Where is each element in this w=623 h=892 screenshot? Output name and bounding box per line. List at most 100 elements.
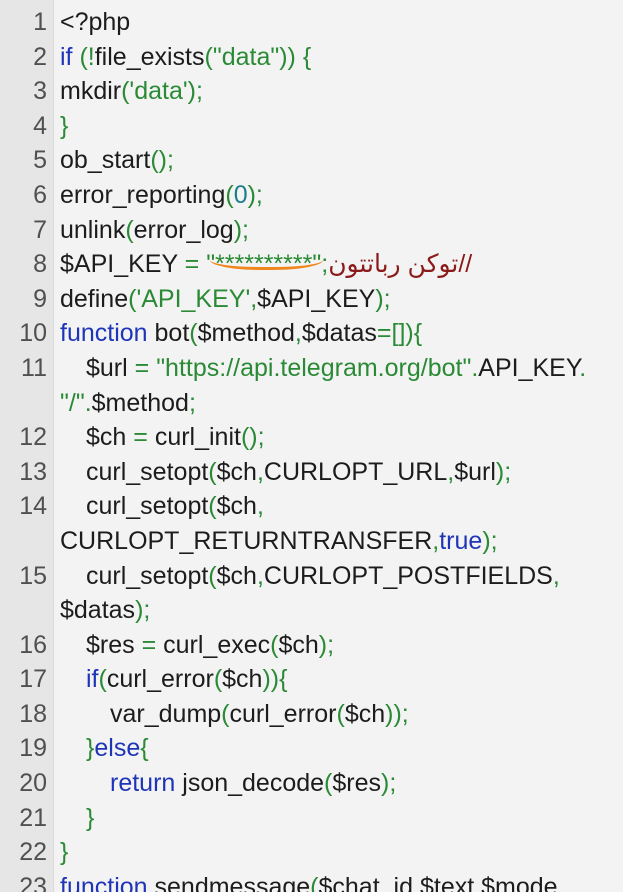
identifier-token: $ch (278, 630, 319, 659)
code-line[interactable]: 22} (0, 835, 623, 870)
punctuation-token: ( (225, 180, 234, 209)
code-text: $url = "https://api.telegram.org/bot".AP… (53, 351, 623, 386)
identifier-token: error_reporting (60, 180, 226, 209)
identifier-token: $res (86, 630, 135, 659)
line-number: 1 (33, 8, 47, 36)
keyword-token: else (94, 734, 141, 763)
identifier-token: <?php (60, 8, 131, 36)
punctuation-token: , (413, 872, 420, 892)
code-line[interactable]: 11$url = "https://api.telegram.org/bot".… (0, 351, 623, 386)
punctuation-token: (! (79, 42, 95, 71)
comment-token: //توکن رباتتون (328, 250, 473, 279)
punctuation-token: ( (208, 561, 217, 590)
code-line[interactable]: 4} (0, 109, 623, 144)
line-number: 6 (33, 180, 47, 209)
punctuation-token: ( (310, 872, 319, 892)
code-text: $ch = curl_init(); (53, 420, 623, 455)
identifier-token: $ch (344, 699, 386, 728)
line-number: 17 (19, 665, 47, 694)
punctuation-token: ); (247, 180, 263, 209)
code-text: $datas); (53, 593, 623, 628)
punctuation-token: , (256, 561, 264, 590)
identifier-token: $mode (481, 872, 558, 892)
code-text: } (53, 801, 623, 836)
code-text: ob_start(); (53, 143, 623, 178)
punctuation-token: } (86, 803, 95, 832)
identifier-token: $url (86, 353, 128, 382)
identifier-token: CURLOPT_POSTFIELDS (263, 561, 553, 590)
code-line[interactable]: 8$API_KEY = "**********";//توکن رباتتون (0, 247, 623, 282)
code-text: mkdir('data'); (53, 74, 623, 109)
punctuation-token: ); (381, 769, 397, 798)
punctuation-token: , (474, 872, 482, 892)
punctuation-token: ); (318, 630, 335, 659)
line-number: 15 (19, 561, 47, 590)
code-text: } (53, 109, 623, 144)
code-line-continuation[interactable]: CURLOPT_RETURNTRANSFER,true); (0, 524, 623, 559)
punctuation-token: = (126, 423, 155, 452)
identifier-token: $datas (301, 319, 377, 348)
code-text: <?php (53, 5, 623, 40)
identifier-token: var_dump (110, 699, 222, 728)
keyword-token: return (110, 769, 176, 798)
code-line[interactable]: 12$ch = curl_init(); (0, 420, 623, 455)
line-number: 18 (19, 699, 47, 728)
identifier-token: API_KEY (478, 353, 580, 382)
identifier-token: curl_error (229, 699, 337, 728)
punctuation-token: (); (240, 423, 265, 452)
line-number: 14 (19, 492, 47, 521)
identifier-token: $ch (216, 561, 257, 590)
punctuation-token: . (579, 353, 587, 382)
line-number: 22 (19, 838, 47, 867)
punctuation-token: ( (208, 457, 217, 486)
line-number: 21 (19, 803, 47, 832)
punctuation-token: ( (213, 665, 223, 694)
code-text: unlink(error_log); (53, 213, 623, 248)
identifier-token: curl_error (106, 665, 214, 694)
line-number (0, 593, 53, 628)
code-line[interactable]: 19}else{ (0, 731, 623, 766)
line-number: 19 (19, 734, 47, 763)
code-text: $API_KEY = "**********";//توکن رباتتون (53, 247, 623, 282)
code-text: } (53, 835, 623, 870)
punctuation-token: ); (495, 457, 512, 486)
code-line[interactable]: 16$res = curl_exec($ch); (0, 628, 623, 663)
punctuation-token: ( (125, 215, 134, 244)
line-number: 4 (33, 111, 47, 140)
punctuation-token: "/". (60, 388, 92, 417)
punctuation-token: ); (233, 215, 249, 244)
code-line[interactable]: 21} (0, 801, 623, 836)
punctuation-token: )); (385, 699, 409, 728)
code-line-continuation[interactable]: $datas); (0, 593, 623, 628)
line-number: 8 (33, 250, 47, 279)
code-line[interactable]: 1 <?php (0, 5, 623, 40)
code-text: function bot($method,$datas=[]){ (53, 316, 623, 351)
line-number: 23 (19, 872, 47, 892)
punctuation-token: )){ (262, 665, 288, 694)
punctuation-token: , (432, 526, 440, 555)
identifier-token: define (60, 284, 129, 313)
line-number: 10 (19, 319, 47, 348)
identifier-token: error_log (133, 215, 234, 244)
code-line-continuation[interactable]: "/".$method; (0, 386, 623, 421)
punctuation-token: ('data'); (121, 77, 203, 106)
punctuation-token: ( (324, 769, 333, 798)
punctuation-token: ("data")) { (204, 42, 312, 71)
identifier-token: $text (419, 872, 475, 892)
line-number: 5 (33, 146, 47, 175)
